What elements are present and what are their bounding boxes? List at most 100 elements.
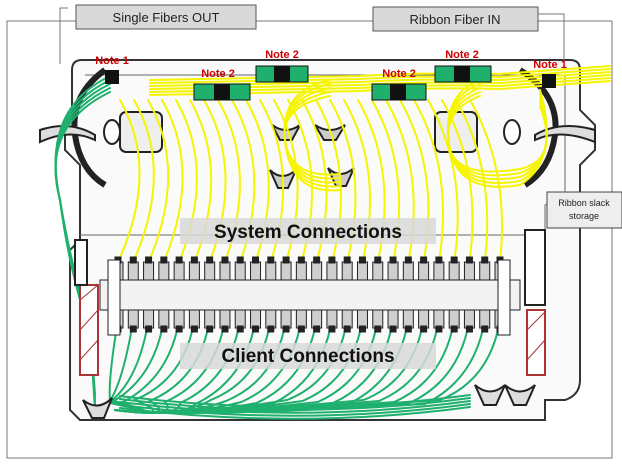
system-adapter-cap (221, 256, 229, 264)
client-adapter (341, 309, 353, 329)
system-adapter (479, 261, 491, 281)
client-adapter (188, 309, 200, 329)
client-adapter-cap (389, 325, 397, 333)
client-adapter-cap (343, 325, 351, 333)
system-adapter-cap (404, 256, 412, 264)
right-spool-knob (503, 119, 521, 145)
client-adapter (280, 309, 292, 329)
system-adapter-cap (389, 256, 397, 264)
system-adapter-cap (450, 256, 458, 264)
system-adapter (250, 261, 262, 281)
note2-d-label: Note 2 (445, 49, 479, 61)
client-adapter (158, 309, 170, 329)
system-adapter (158, 261, 170, 281)
single-fibers-out-box (75, 4, 257, 30)
system-fiber (161, 99, 184, 263)
client-adapter-cap (481, 325, 489, 333)
system-adapter-cap (190, 256, 198, 264)
ribbon-fiber-top (149, 80, 611, 96)
client-adapter-cap (129, 325, 137, 333)
ribbon-fiber-top (149, 74, 611, 90)
client-adapter (463, 309, 475, 329)
ribbon-fiber-top (149, 65, 611, 81)
system-adapter-cap (160, 256, 168, 264)
client-adapter (372, 309, 384, 329)
client-adapter-cap (206, 325, 214, 333)
client-adapter (433, 309, 445, 329)
system-adapter-cap (282, 256, 290, 264)
system-adapter (433, 261, 445, 281)
system-fiber (117, 99, 141, 263)
client-adapter-cap (374, 325, 382, 333)
left-spool-clip (119, 111, 163, 153)
left-spool-knob (103, 119, 121, 145)
system-adapter-cap (175, 256, 183, 264)
system-adapter-cap (420, 256, 428, 264)
system-adapter-cap (297, 256, 305, 264)
system-adapter-cap (358, 256, 366, 264)
system-adapter-cap (328, 256, 336, 264)
ribbon-fiber-top (149, 77, 611, 93)
system-fiber (427, 99, 459, 263)
ribbon-slack-storage-line1: Ribbon slack (558, 198, 610, 208)
client-adapter-cap (328, 325, 336, 333)
client-fiber-bottom (119, 406, 471, 420)
system-adapter-cap (145, 256, 153, 264)
system-connections-label: System Connections (214, 222, 402, 243)
client-adapter (127, 309, 139, 329)
single-fibers-out-label: Single Fibers OUT (113, 10, 220, 25)
client-adapter-cap (358, 325, 366, 333)
adapter-panel-bar (99, 279, 521, 311)
client-adapter-cap (313, 325, 321, 333)
client-adapter (173, 309, 185, 329)
system-adapter (356, 261, 368, 281)
note-markers: Note 1 Note 2 Note 2 Note 2 Note 2 Note … (95, 49, 567, 101)
client-adapter (265, 309, 277, 329)
system-connections-bg (180, 218, 436, 244)
left-end-post (79, 284, 99, 376)
system-adapter (280, 261, 292, 281)
system-fiber (132, 99, 155, 263)
client-adapter (418, 309, 430, 329)
client-adapter (326, 309, 338, 329)
client-adapter-cap (465, 325, 473, 333)
system-adapter (311, 261, 323, 281)
ribbon-fiber-in-label: Ribbon Fiber IN (409, 12, 500, 27)
note2-c-label: Note 2 (382, 68, 416, 80)
client-adapter (311, 309, 323, 329)
client-adapter (295, 309, 307, 329)
left-adapter-post (107, 259, 121, 336)
client-adapter-cap (267, 325, 275, 333)
client-adapter-cap (160, 325, 168, 333)
note2-d-core (454, 66, 470, 82)
system-fiber (441, 99, 474, 263)
client-adapter-cap (450, 325, 458, 333)
note2-a-core (214, 84, 230, 100)
client-adapter (219, 309, 231, 329)
client-adapter-cap (190, 325, 198, 333)
system-adapter-cap (252, 256, 260, 264)
client-adapter-cap (282, 325, 290, 333)
system-fiber (413, 99, 445, 263)
left-panel-bracket (74, 239, 88, 286)
client-fiber-bottom (119, 397, 471, 411)
client-connections-label: Client Connections (221, 346, 394, 367)
ribbon-fiber-top (149, 68, 611, 84)
adapter-panel (99, 256, 521, 336)
system-adapter-cap (129, 256, 137, 264)
label-leader-right (538, 13, 565, 64)
client-adapter-cap (297, 325, 305, 333)
note2-c-core (390, 84, 406, 100)
right-spool-hook (534, 125, 596, 144)
system-adapter (265, 261, 277, 281)
client-adapter (479, 309, 491, 329)
note1-right-block (542, 74, 556, 88)
system-fiber (469, 99, 503, 263)
system-adapter (372, 261, 384, 281)
system-adapter (463, 261, 475, 281)
system-adapter-cap (481, 256, 489, 264)
client-adapter-cap (435, 325, 443, 333)
note2-b-label: Note 2 (265, 49, 299, 61)
outer-frame (6, 20, 613, 459)
note2-b-core (274, 66, 290, 82)
